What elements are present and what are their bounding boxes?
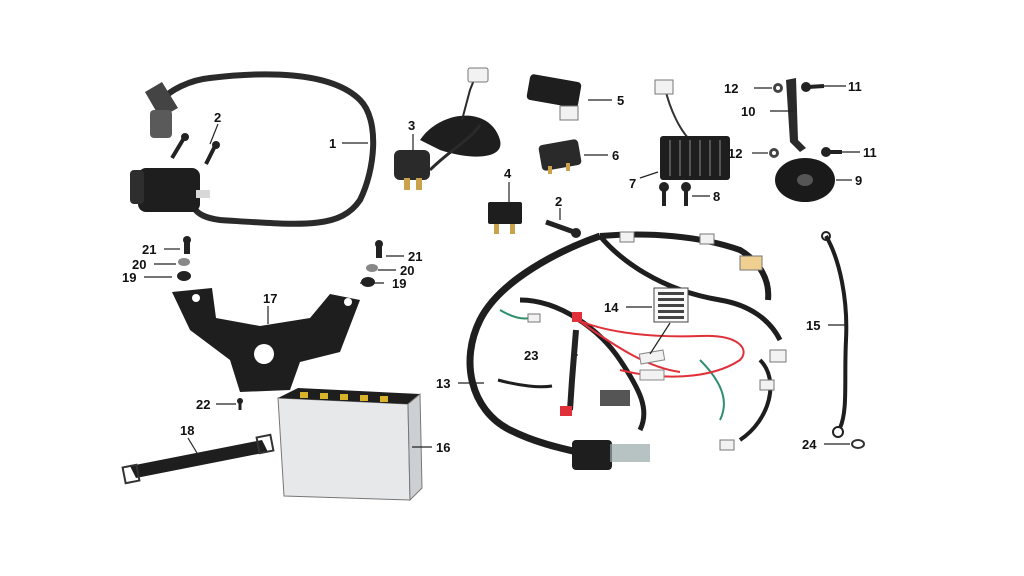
callout-11: 11 — [863, 145, 877, 160]
callout-12: 12 — [724, 81, 738, 96]
callout-23: 23 — [524, 348, 538, 363]
callout-19: 19 — [122, 270, 136, 285]
callout-15: 15 — [806, 318, 820, 333]
callout-20: 20 — [132, 257, 146, 272]
part-bolts-11 — [801, 82, 842, 157]
callout-16: 16 — [436, 440, 450, 455]
part-starter-relay — [394, 67, 501, 190]
callout-6: 6 — [612, 148, 619, 163]
callout-7: 7 — [629, 176, 636, 191]
callout-21: 21 — [142, 242, 156, 257]
part-bolt-2-right — [545, 219, 581, 238]
callout-22: 22 — [196, 397, 210, 412]
part-horn-9 — [775, 158, 835, 202]
part-wiring-harness-13 — [466, 231, 787, 470]
part-fuse-holder-23 — [560, 312, 745, 416]
part-bolts-8 — [659, 182, 691, 206]
callout-20: 20 — [400, 263, 414, 278]
part-nuts-12 — [769, 83, 783, 158]
part-ignition-coil — [130, 71, 377, 227]
part-regulator-7 — [654, 79, 730, 180]
callout-8: 8 — [713, 189, 720, 204]
callout-5: 5 — [617, 93, 624, 108]
callout-17: 17 — [263, 291, 277, 306]
callout-11: 11 — [848, 79, 862, 94]
leader-lines — [144, 85, 860, 459]
part-hardware-left — [177, 236, 191, 281]
callout-2: 2 — [555, 194, 562, 209]
callout-9: 9 — [855, 173, 862, 188]
callout-10: 10 — [741, 104, 755, 119]
callout-2: 2 — [214, 110, 221, 125]
part-battery-bracket-17 — [172, 288, 360, 392]
callout-21: 21 — [408, 249, 422, 264]
part-washer-24 — [851, 439, 865, 449]
part-cdi-5 — [526, 74, 582, 121]
part-flasher-6 — [538, 139, 582, 174]
callouts: 1 2 2 3 4 5 6 7 8 9 10 11 11 12 12 13 14… — [122, 79, 877, 455]
callout-13: 13 — [436, 376, 450, 391]
part-bolts-2-left — [170, 133, 220, 165]
callout-3: 3 — [408, 118, 415, 133]
callout-19: 19 — [392, 276, 406, 291]
part-screw-22 — [237, 398, 243, 410]
callout-24: 24 — [802, 437, 817, 452]
callout-1: 1 — [329, 136, 336, 151]
part-hardware-right — [361, 240, 383, 287]
part-relay-4 — [488, 202, 522, 234]
part-battery-16 — [277, 388, 423, 502]
part-fuses-14 — [653, 287, 689, 323]
callout-4: 4 — [504, 166, 512, 181]
part-horn-bracket-10 — [786, 78, 806, 152]
part-ground-cable-15 — [821, 231, 849, 438]
part-battery-strap-18 — [121, 433, 275, 485]
callout-14: 14 — [604, 300, 619, 315]
callout-18: 18 — [180, 423, 194, 438]
callout-12: 12 — [728, 146, 742, 161]
